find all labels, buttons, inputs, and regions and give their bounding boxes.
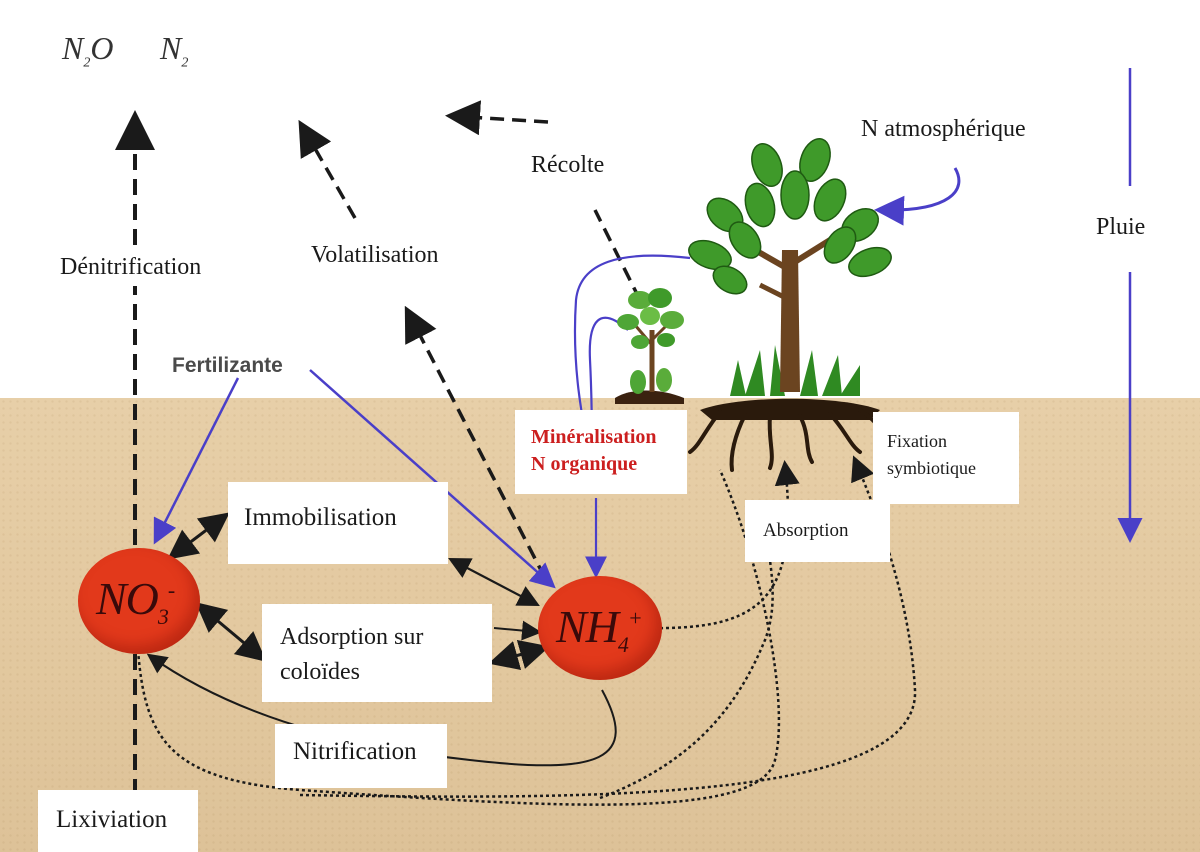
denitrification-label: Dénitrification [52, 250, 209, 286]
absorption-box: Absorption [745, 500, 890, 562]
n-atmospherique-label: N atmosphérique [855, 112, 1032, 148]
fixation-line2: symbiotique [887, 455, 1019, 482]
adsorption-line1: Adsorption sur [280, 620, 492, 655]
pluie-label: Pluie [1090, 198, 1151, 258]
absorption-label: Absorption [763, 520, 849, 541]
mineralisation-line1: Minéralisation [531, 424, 687, 451]
big-tree [685, 135, 895, 470]
n2-label: N2 [160, 30, 188, 71]
adsorption-box: Adsorption sur coloïdes [262, 604, 492, 702]
n-atmospherique-arrow [880, 168, 959, 210]
fixation-line1: Fixation [887, 428, 1019, 455]
volatilisation-label: Volatilisation [305, 238, 445, 274]
n2o-label: N2O [62, 30, 113, 71]
no3-immobilisation-arrow [172, 516, 225, 556]
no3-adsorption-arrow [200, 606, 262, 658]
small-plant [615, 288, 684, 404]
recolte-arrow [452, 116, 640, 300]
ammonium-ion-label: NH4+ [556, 600, 642, 658]
immobilisation-box: Immobilisation [228, 482, 448, 564]
fertilizante-label: Fertilizante [172, 354, 283, 378]
adsorption-line2: coloïdes [280, 655, 492, 690]
lixiviation-box: Lixiviation [38, 790, 198, 852]
immobilisation-label: Immobilisation [244, 504, 397, 531]
nitrate-ion-label: NO3- [96, 572, 174, 630]
mineralisation-line2: N organique [531, 451, 687, 478]
mineralisation-box: Minéralisation N organique [515, 410, 687, 494]
recolte-label: Récolte [525, 148, 610, 184]
nitrification-label: Nitrification [293, 738, 417, 765]
immobilisation-nh4-arrow [452, 560, 536, 604]
nitrification-box: Nitrification [275, 724, 447, 788]
lixiviation-label: Lixiviation [56, 806, 167, 833]
fixation-box: Fixation symbiotique [873, 412, 1019, 504]
adsorption-nh4-arrows [494, 628, 544, 662]
